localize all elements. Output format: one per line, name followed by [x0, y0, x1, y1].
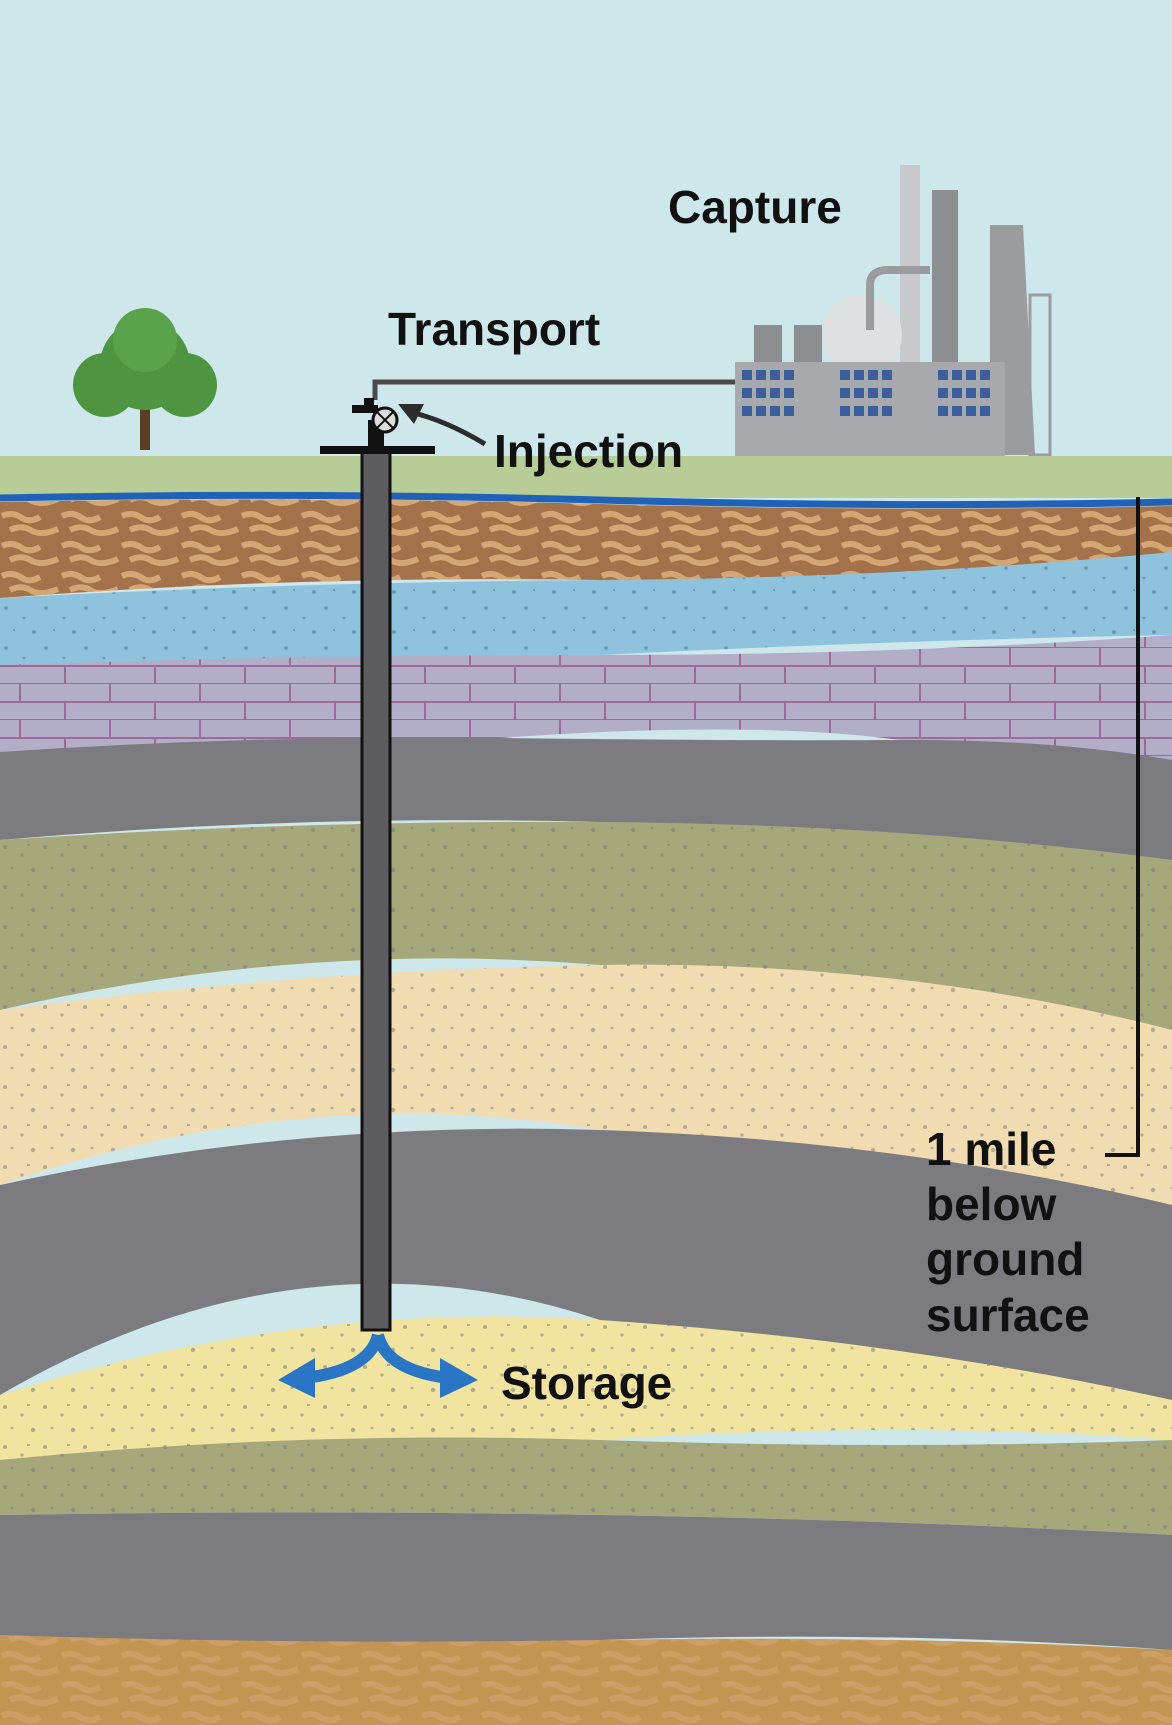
ground-surface: [0, 456, 1172, 498]
factory-icon: [735, 165, 1052, 458]
valve-icon: [320, 398, 435, 454]
injection-well: [360, 448, 392, 1332]
layer-shale-lower: [0, 1512, 1172, 1650]
capture-label: Capture: [668, 181, 842, 233]
depth-label: 1 mile below ground surface: [926, 1122, 1090, 1343]
water-table-line: [0, 491, 1172, 509]
storage-label: Storage: [501, 1357, 673, 1409]
injection-label: Injection: [494, 425, 684, 477]
depth-label-line2: below: [926, 1178, 1057, 1231]
depth-label-line1: 1 mile: [926, 1123, 1057, 1175]
depth-label-line4: surface: [926, 1288, 1090, 1341]
depth-label-line3: ground: [926, 1233, 1085, 1286]
double-arrow-icon: [278, 1333, 478, 1398]
layer-shale-upper: [0, 737, 1172, 860]
tree-icon: [73, 308, 217, 450]
depth-bracket: [1105, 497, 1140, 1157]
transport-pipeline: [372, 379, 735, 400]
injection-pointer-arrow: [398, 404, 487, 447]
layer-caprock: [0, 1128, 1172, 1404]
transport-label: Transport: [388, 303, 601, 355]
